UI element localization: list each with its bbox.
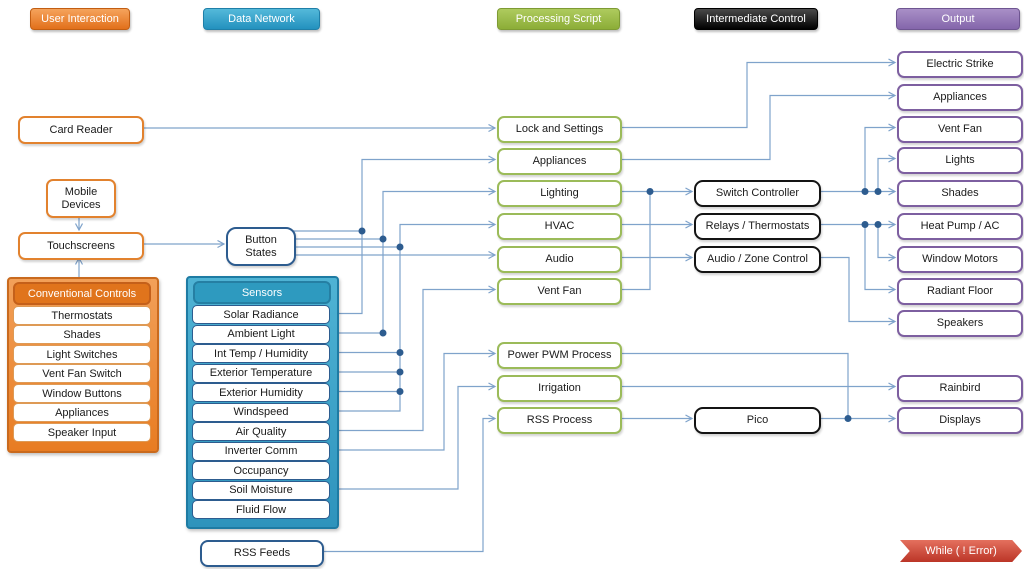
header-intermediate-control: Intermediate Control xyxy=(694,8,818,30)
sensor-inverter-comm: Inverter Comm xyxy=(192,441,330,461)
control-switch-controller: Switch Controller xyxy=(694,180,821,207)
output-electric-strike: Electric Strike xyxy=(897,51,1023,78)
edge-group xyxy=(79,63,895,553)
output-lights: Lights xyxy=(897,147,1023,174)
control-vent-fan-switch: Vent Fan Switch xyxy=(13,364,151,383)
node-rss-feeds: RSS Feeds xyxy=(200,540,324,567)
output-radiant-floor: Radiant Floor xyxy=(897,278,1023,305)
while-error-banner: While ( ! Error) xyxy=(900,540,1022,562)
control-appliances: Appliances xyxy=(13,403,151,422)
junction-dots xyxy=(358,188,882,422)
header-data-network: Data Network xyxy=(203,8,320,30)
process-irrigation: Irrigation xyxy=(497,375,622,402)
node-touchscreens: Touchscreens xyxy=(18,232,144,260)
control-audio-zone: Audio / Zone Control xyxy=(694,246,821,273)
sensor-int-temp-humidity: Int Temp / Humidity xyxy=(192,344,330,363)
control-relays-thermostats: Relays / Thermostats xyxy=(694,213,821,240)
control-light-switches: Light Switches xyxy=(13,345,151,364)
header-user-interaction: User Interaction xyxy=(30,8,130,30)
process-lighting: Lighting xyxy=(497,180,622,207)
output-window-motors: Window Motors xyxy=(897,246,1023,273)
control-pico: Pico xyxy=(694,407,821,434)
output-appliances: Appliances xyxy=(897,84,1023,111)
sensor-solar-radiance: Solar Radiance xyxy=(192,305,330,324)
sensor-exterior-temperature: Exterior Temperature xyxy=(192,363,330,383)
sensor-ambient-light: Ambient Light xyxy=(192,324,330,344)
output-shades: Shades xyxy=(897,180,1023,207)
process-power-pwm: Power PWM Process xyxy=(497,342,622,369)
control-shades: Shades xyxy=(13,325,151,344)
node-button-states: Button States xyxy=(226,227,296,266)
process-hvac: HVAC xyxy=(497,213,622,240)
node-mobile-devices: Mobile Devices xyxy=(46,179,116,218)
sensor-soil-moisture: Soil Moisture xyxy=(192,480,330,500)
sensor-fluid-flow: Fluid Flow xyxy=(192,500,330,519)
output-vent-fan: Vent Fan xyxy=(897,116,1023,143)
node-card-reader: Card Reader xyxy=(18,116,144,144)
sensor-air-quality: Air Quality xyxy=(192,422,330,441)
control-speaker-input: Speaker Input xyxy=(13,423,151,442)
sensor-occupancy: Occupancy xyxy=(192,461,330,480)
header-output: Output xyxy=(896,8,1020,30)
process-appliances: Appliances xyxy=(497,148,622,175)
output-heat-pump-ac: Heat Pump / AC xyxy=(897,213,1023,240)
control-window-buttons: Window Buttons xyxy=(13,384,151,403)
process-audio: Audio xyxy=(497,246,622,273)
output-rainbird: Rainbird xyxy=(897,375,1023,402)
output-displays: Displays xyxy=(897,407,1023,434)
process-lock-and-settings: Lock and Settings xyxy=(497,116,622,143)
process-vent-fan: Vent Fan xyxy=(497,278,622,305)
sensor-exterior-humidity: Exterior Humidity xyxy=(192,383,330,402)
output-speakers: Speakers xyxy=(897,310,1023,337)
sensors-title: Sensors xyxy=(193,281,331,304)
sensor-windspeed: Windspeed xyxy=(192,402,330,422)
header-processing-script: Processing Script xyxy=(497,8,620,30)
conventional-controls-title: Conventional Controls xyxy=(13,282,151,305)
control-thermostats: Thermostats xyxy=(13,306,151,325)
process-rss: RSS Process xyxy=(497,407,622,434)
